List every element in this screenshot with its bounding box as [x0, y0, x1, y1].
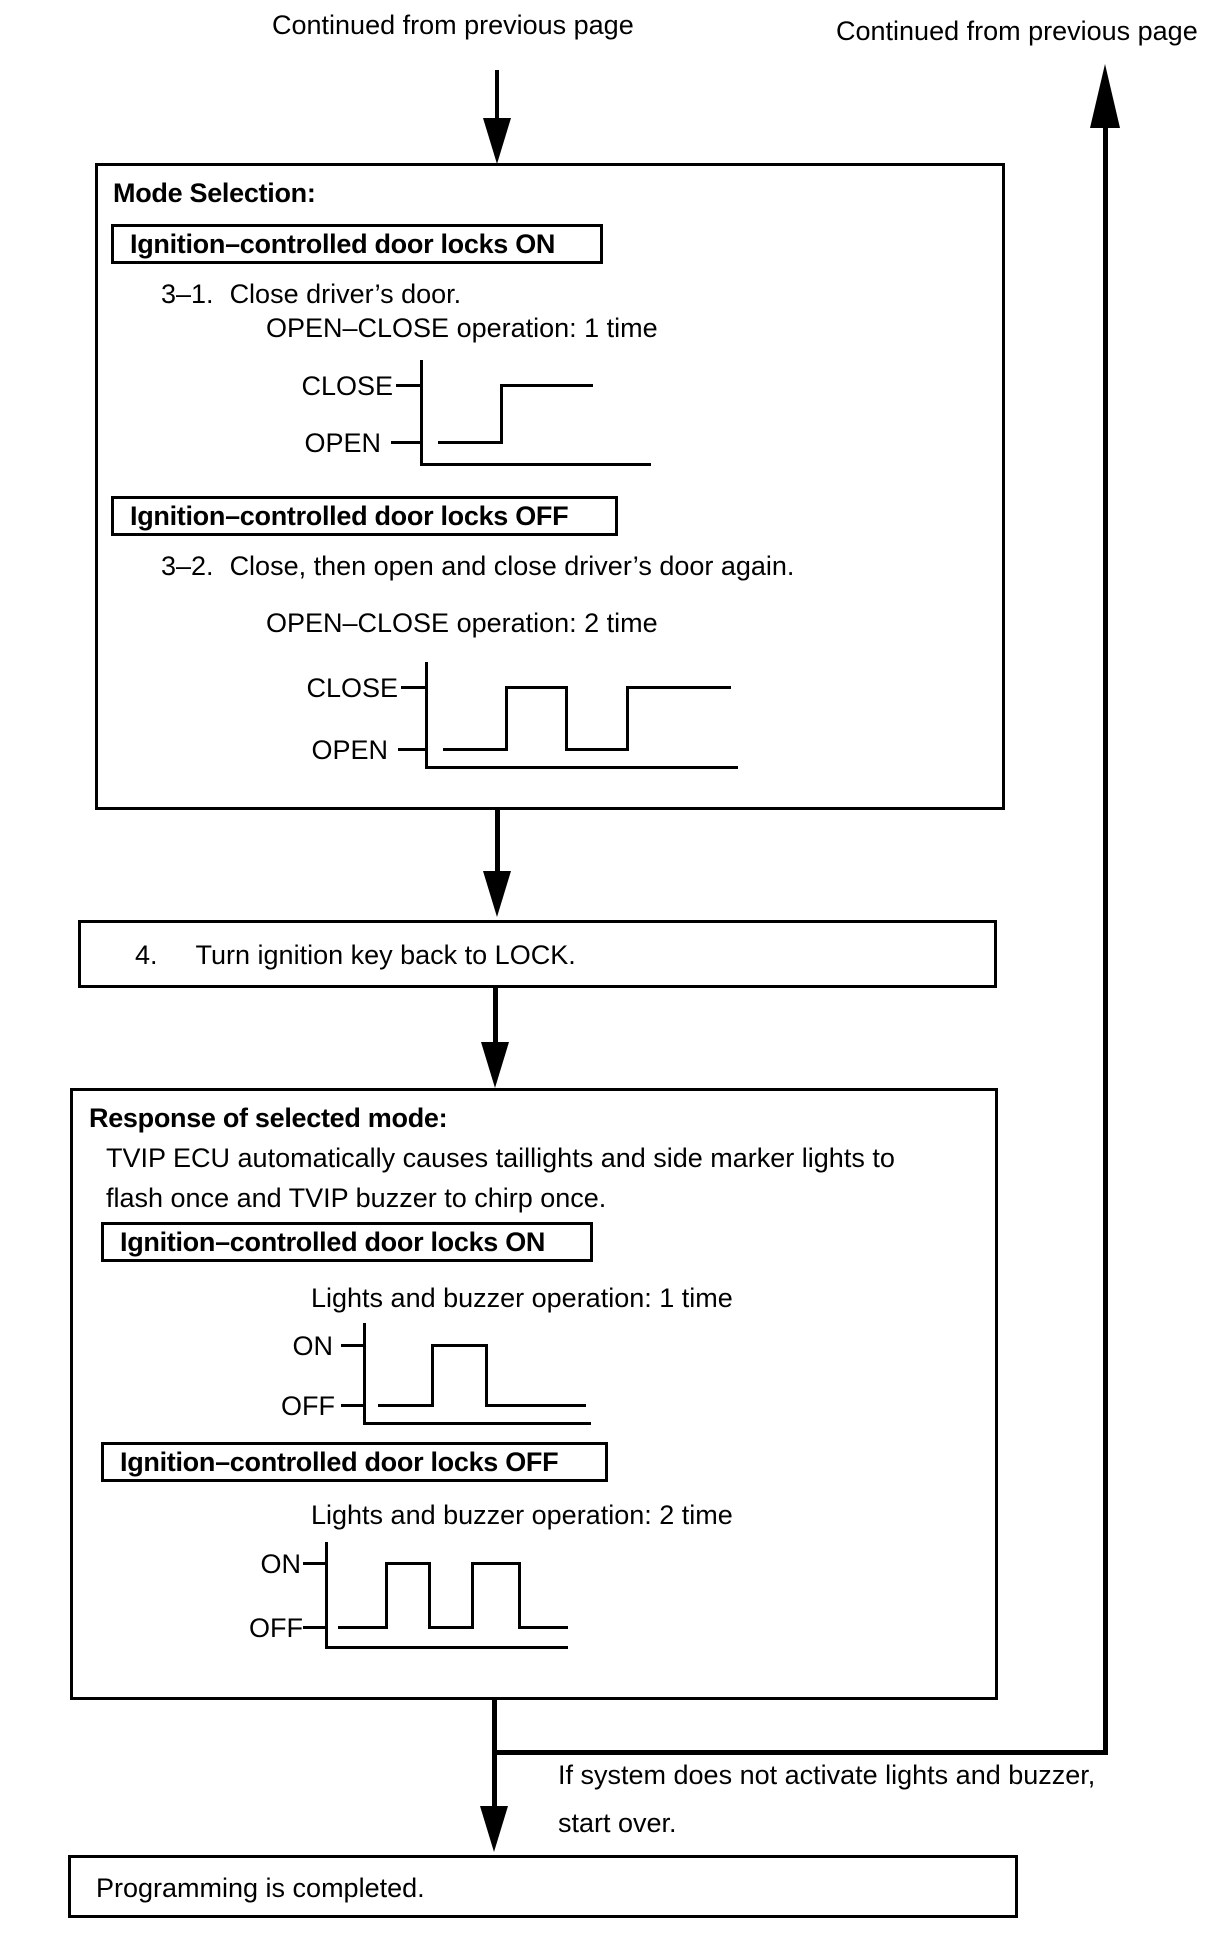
- waveform-high-label: ON: [260, 1549, 302, 1579]
- ignition-locks-off-label: Ignition–controlled door locks OFF: [101, 1442, 608, 1482]
- signal-rise-1: [385, 1562, 388, 1629]
- signal-low-segment-1: [338, 1626, 388, 1629]
- arrow-up-icon: [1090, 64, 1120, 128]
- ignition-locks-on-label: Ignition–controlled door locks ON: [101, 1222, 593, 1262]
- tick-low: [398, 748, 425, 751]
- axis-vertical: [325, 1542, 328, 1649]
- branch-note-line1: If system does not activate lights and b…: [558, 1760, 1096, 1790]
- tick-high: [396, 384, 420, 387]
- waveform-lights-1time: ON OFF: [233, 1323, 633, 1428]
- open-close-operation-1: OPEN–CLOSE operation: 1 time: [266, 313, 658, 343]
- step-4-text: Turn ignition key back to LOCK.: [195, 940, 576, 970]
- programming-completed-box: Programming is completed.: [68, 1855, 1018, 1918]
- signal-fall-2: [518, 1562, 521, 1629]
- mode-selection-title: Mode Selection:: [113, 178, 316, 208]
- arrow-down-icon: [483, 118, 511, 164]
- step-3-1: 3–1. Close driver’s door.: [161, 279, 461, 309]
- continued-from-previous-right: Continued from previous page: [836, 16, 1198, 46]
- step-3-2-number: 3–2.: [161, 551, 214, 581]
- lights-buzzer-operation-2: Lights and buzzer operation: 2 time: [311, 1500, 733, 1530]
- axis-vertical: [363, 1323, 366, 1425]
- signal-low-segment-1: [378, 1404, 434, 1407]
- signal-high-segment: [500, 384, 593, 387]
- signal-low-segment-2: [485, 1404, 586, 1407]
- signal-low-segment-1: [443, 748, 508, 751]
- return-line-horizontal: [492, 1750, 1108, 1755]
- arrow-stem: [495, 810, 500, 875]
- tick-low: [303, 1626, 325, 1629]
- open-close-operation-2: OPEN–CLOSE operation: 2 time: [266, 608, 658, 638]
- signal-high-segment-1: [385, 1562, 431, 1565]
- waveform-open-close-1time: CLOSE OPEN: [233, 358, 663, 473]
- signal-high-segment: [431, 1344, 488, 1347]
- response-title: Response of selected mode:: [89, 1103, 448, 1133]
- waveform-lights-2time: ON OFF: [233, 1541, 653, 1656]
- signal-rise: [431, 1344, 434, 1407]
- signal-rise-2: [471, 1562, 474, 1629]
- arrow-stem: [495, 70, 499, 122]
- signal-fall-1: [428, 1562, 431, 1629]
- continued-from-previous-left: Continued from previous page: [272, 10, 634, 40]
- programming-completed-text: Programming is completed.: [96, 1873, 425, 1903]
- axis-vertical: [420, 360, 423, 466]
- waveform-high-label: CLOSE: [306, 673, 398, 703]
- arrow-down-icon: [481, 1042, 509, 1088]
- tick-high: [401, 686, 425, 689]
- signal-low-segment: [438, 441, 503, 444]
- branch-note-line2: start over.: [558, 1808, 677, 1838]
- response-body-line2: flash once and TVIP buzzer to chirp once…: [106, 1183, 607, 1213]
- mode-selection-box: Mode Selection: Ignition–controlled door…: [95, 163, 1005, 810]
- step-3-1-text: Close driver’s door.: [229, 279, 462, 309]
- signal-fall: [485, 1344, 488, 1407]
- arrow-stem: [493, 988, 498, 1046]
- signal-rise-1: [505, 686, 508, 751]
- step-3-2-text: Close, then open and close driver’s door…: [229, 551, 795, 581]
- signal-high-segment-2: [626, 686, 731, 689]
- arrow-down-icon: [483, 871, 511, 917]
- waveform-high-label: ON: [292, 1331, 334, 1361]
- lights-buzzer-operation-1: Lights and buzzer operation: 1 time: [311, 1283, 733, 1313]
- arrow-down-icon: [480, 1806, 508, 1852]
- step-4-number: 4.: [135, 940, 158, 970]
- signal-high-segment-2: [471, 1562, 521, 1565]
- waveform-open-close-2time: CLOSE OPEN: [233, 658, 753, 776]
- ignition-locks-off-label: Ignition–controlled door locks OFF: [111, 496, 618, 536]
- axis-baseline: [425, 766, 738, 769]
- step-4-box: 4. Turn ignition key back to LOCK.: [78, 920, 997, 988]
- step-3-1-number: 3–1.: [161, 279, 214, 309]
- waveform-low-label: OFF: [249, 1613, 303, 1643]
- arrow-stem: [492, 1700, 497, 1810]
- tick-high: [303, 1562, 325, 1565]
- ignition-locks-on-label: Ignition–controlled door locks ON: [111, 224, 603, 264]
- waveform-low-label: OPEN: [304, 428, 381, 458]
- return-line-vertical: [1103, 124, 1108, 1755]
- signal-rise: [500, 384, 503, 444]
- tick-low: [341, 1404, 363, 1407]
- waveform-low-label: OFF: [281, 1391, 335, 1421]
- signal-high-segment-1: [505, 686, 568, 689]
- waveform-low-label: OPEN: [311, 735, 388, 765]
- axis-baseline: [363, 1422, 591, 1425]
- axis-baseline: [325, 1646, 568, 1649]
- response-body-line1: TVIP ECU automatically causes taillights…: [106, 1143, 895, 1173]
- axis-vertical: [425, 662, 428, 769]
- tick-high: [341, 1344, 363, 1347]
- waveform-high-label: CLOSE: [301, 371, 393, 401]
- signal-low-segment-2: [565, 748, 629, 751]
- axis-baseline: [420, 463, 651, 466]
- step-3-2: 3–2. Close, then open and close driver’s …: [161, 551, 794, 581]
- signal-low-segment-2: [428, 1626, 473, 1629]
- signal-rise-2: [626, 686, 629, 751]
- signal-low-segment-3: [518, 1626, 568, 1629]
- signal-fall-1: [565, 686, 568, 751]
- response-box: Response of selected mode: TVIP ECU auto…: [70, 1088, 998, 1700]
- step-4-line: 4. Turn ignition key back to LOCK.: [135, 940, 576, 970]
- tick-low: [391, 441, 420, 444]
